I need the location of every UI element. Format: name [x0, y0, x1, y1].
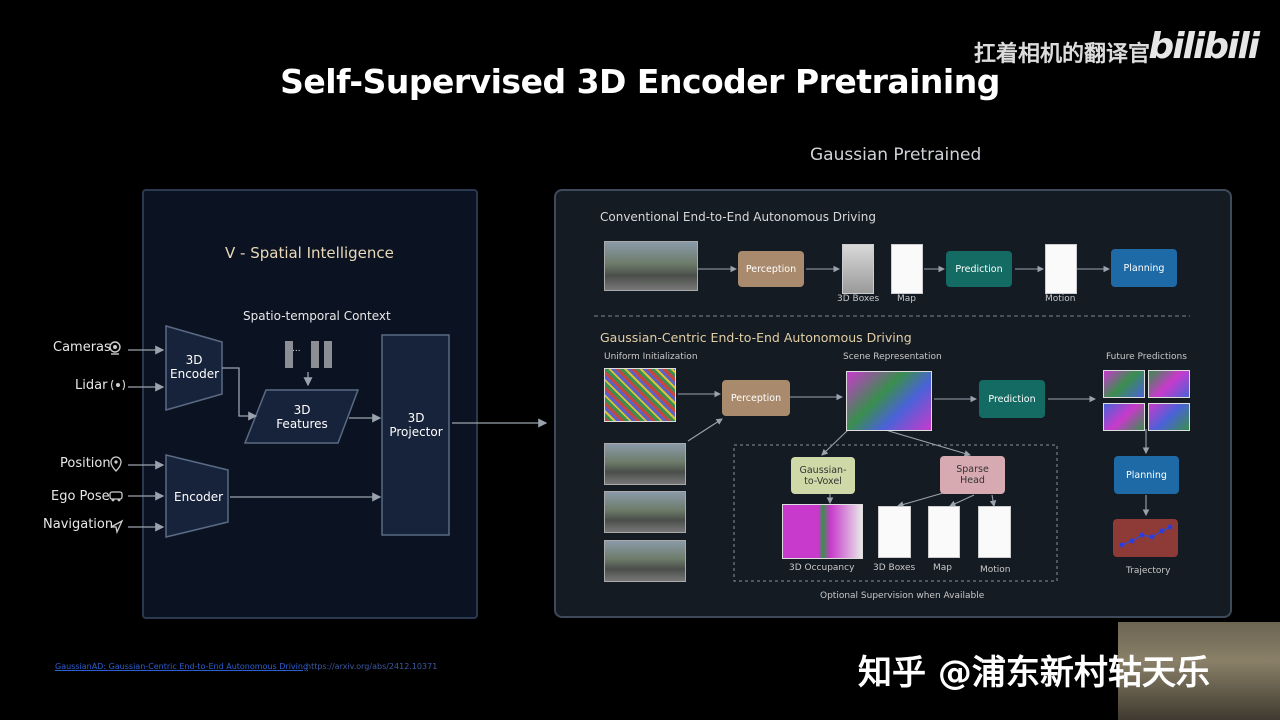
3d-projector-shape [381, 334, 450, 536]
right-diagram [594, 265, 1190, 582]
gaussian-to-voxel-box: Gaussian- to-Voxel [791, 457, 855, 494]
3d-features-line2: Features [276, 417, 328, 431]
sparse-head-line2: Head [960, 475, 985, 486]
occupancy-image [782, 504, 863, 559]
future-pred-1 [1103, 370, 1145, 398]
scene-representation-image [846, 371, 932, 431]
car-icon [109, 491, 123, 502]
3d-projector-line2: Projector [389, 425, 443, 439]
3d-features-line1: 3D [293, 403, 311, 417]
future-pred-label: Future Predictions [1106, 352, 1187, 362]
zhihu-watermark: 知乎 @浦东新村轱天乐 [858, 653, 1210, 693]
3d-encoder-line2: Encoder [170, 367, 220, 381]
trajectory-plot [1113, 519, 1178, 557]
trajectory-label: Trajectory [1126, 566, 1171, 576]
slide-title: Self-Supervised 3D Encoder Pretraining [280, 62, 1000, 101]
input-cameras: Cameras [53, 340, 111, 355]
panel-title: V - Spatial Intelligence [225, 244, 394, 262]
3d-encoder-shape [165, 325, 223, 411]
g2v-line2: to-Voxel [804, 475, 842, 487]
input-position: Position [60, 456, 111, 471]
sparse-head-line1: Sparse [956, 464, 989, 475]
sparse-head-box: Sparse Head [940, 456, 1005, 494]
gaussian-centric-title: Gaussian-Centric End-to-End Autonomous D… [600, 330, 912, 345]
uniform-init-image [604, 368, 676, 422]
lidar-icon [110, 379, 126, 391]
scene-rep-label: Scene Representation [843, 352, 942, 362]
paper-link[interactable]: GaussianAD: Gaussian-Centric End-to-End … [55, 662, 309, 671]
conv-prediction-box: Prediction [946, 251, 1012, 287]
g2v-line1: Gaussian- [799, 464, 847, 476]
conv-perception-box: Perception [738, 251, 804, 287]
camera-frame-3 [604, 540, 686, 582]
camera-frame-1 [604, 443, 686, 485]
input-ego-pose: Ego Pose [51, 489, 110, 504]
map-image [928, 506, 960, 558]
future-pred-2 [1148, 370, 1190, 398]
motion-label: Motion [980, 565, 1011, 575]
location-icon [110, 456, 122, 472]
gauss-perception-box: Perception [722, 380, 790, 416]
optional-supervision-label: Optional Supervision when Available [820, 591, 985, 601]
uniform-init-label: Uniform Initialization [604, 352, 698, 362]
motion-image [978, 506, 1011, 558]
3d-encoder-line1: 3D [185, 353, 203, 367]
camera-frame-2 [604, 491, 686, 533]
map-label: Map [933, 563, 952, 573]
conv-boxes-label: 3D Boxes [837, 294, 880, 304]
arxiv-url[interactable]: https://arxiv.org/abs/2412.10371 [306, 662, 438, 671]
conv-motion-label: Motion [1045, 294, 1076, 304]
left-diagram [109, 325, 548, 538]
boxes-label: 3D Boxes [873, 563, 916, 573]
conv-map-label: Map [897, 294, 916, 304]
input-lidar: Lidar [75, 378, 108, 393]
encoder-shape [165, 454, 229, 538]
3d-projector-line1: 3D [407, 411, 425, 425]
camera-icon [109, 341, 121, 355]
future-pred-3 [1103, 403, 1145, 431]
camera-images-stack [604, 241, 698, 291]
3d-encoder-label: 3D Encoder [170, 353, 220, 381]
context-dots: ... [292, 344, 301, 354]
future-pred-4 [1148, 403, 1190, 431]
bilibili-logo: bilibili [1148, 26, 1260, 67]
conv-planning-box: Planning [1111, 249, 1177, 287]
channel-watermark: 扛着相机的翻译官 [973, 42, 1150, 67]
input-navigation: Navigation [43, 517, 114, 532]
conventional-title: Conventional End-to-End Autonomous Drivi… [600, 210, 876, 224]
gauss-prediction-box: Prediction [979, 380, 1045, 418]
boxes-image [878, 506, 911, 558]
occupancy-label: 3D Occupancy [789, 563, 855, 573]
encoder-label: Encoder [174, 490, 224, 504]
gauss-planning-box: Planning [1114, 456, 1179, 494]
gaussian-pretrained-heading: Gaussian Pretrained [810, 145, 982, 165]
3d-features-shape [243, 389, 360, 444]
conv-motion-thumb [1045, 244, 1077, 294]
3d-projector-label: 3D Projector [384, 411, 448, 439]
conv-map-thumb [891, 244, 923, 294]
conv-3d-boxes-thumb [842, 244, 874, 294]
3d-features-label: 3D Features [274, 403, 330, 431]
presenter-webcam [1118, 622, 1280, 720]
context-label: Spatio-temporal Context [243, 309, 391, 323]
navigation-arrow-icon [110, 519, 124, 535]
